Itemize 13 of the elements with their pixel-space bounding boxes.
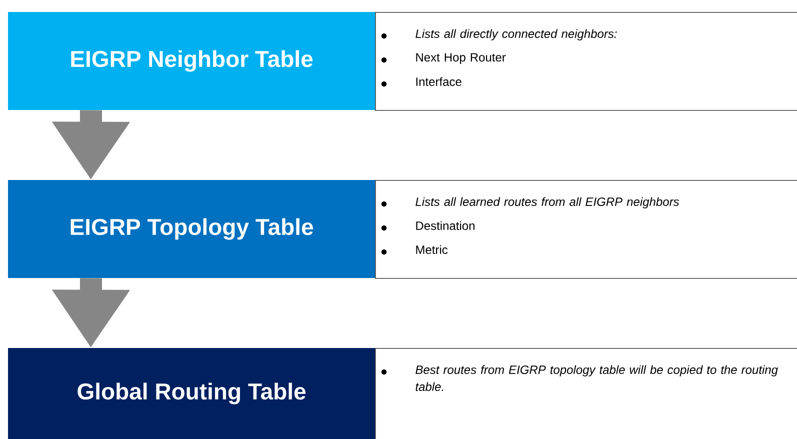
description-box: [375, 180, 797, 279]
bullet-text: Interface: [416, 77, 462, 86]
description-box: [375, 348, 797, 439]
bullet-text: Best routes from EIGRP topology table will be copied to the routing table.: [416, 365, 778, 391]
bullet-text: Lists all directly connected neighbors:: [416, 29, 617, 40]
description-box: [375, 12, 797, 111]
table-box: Global Routing Table: [8, 348, 375, 439]
bullet-text: Metric: [416, 245, 448, 254]
bullet-text: Destination: [416, 221, 474, 230]
bullet-text: Lists all learned routes from all EIGRP neighbors: [416, 197, 680, 208]
table-box: EIGRP Neighbor Table: [8, 12, 375, 110]
bullet-text: Next Hop Router: [416, 53, 506, 64]
table-box: EIGRP Topology Table: [8, 180, 375, 278]
